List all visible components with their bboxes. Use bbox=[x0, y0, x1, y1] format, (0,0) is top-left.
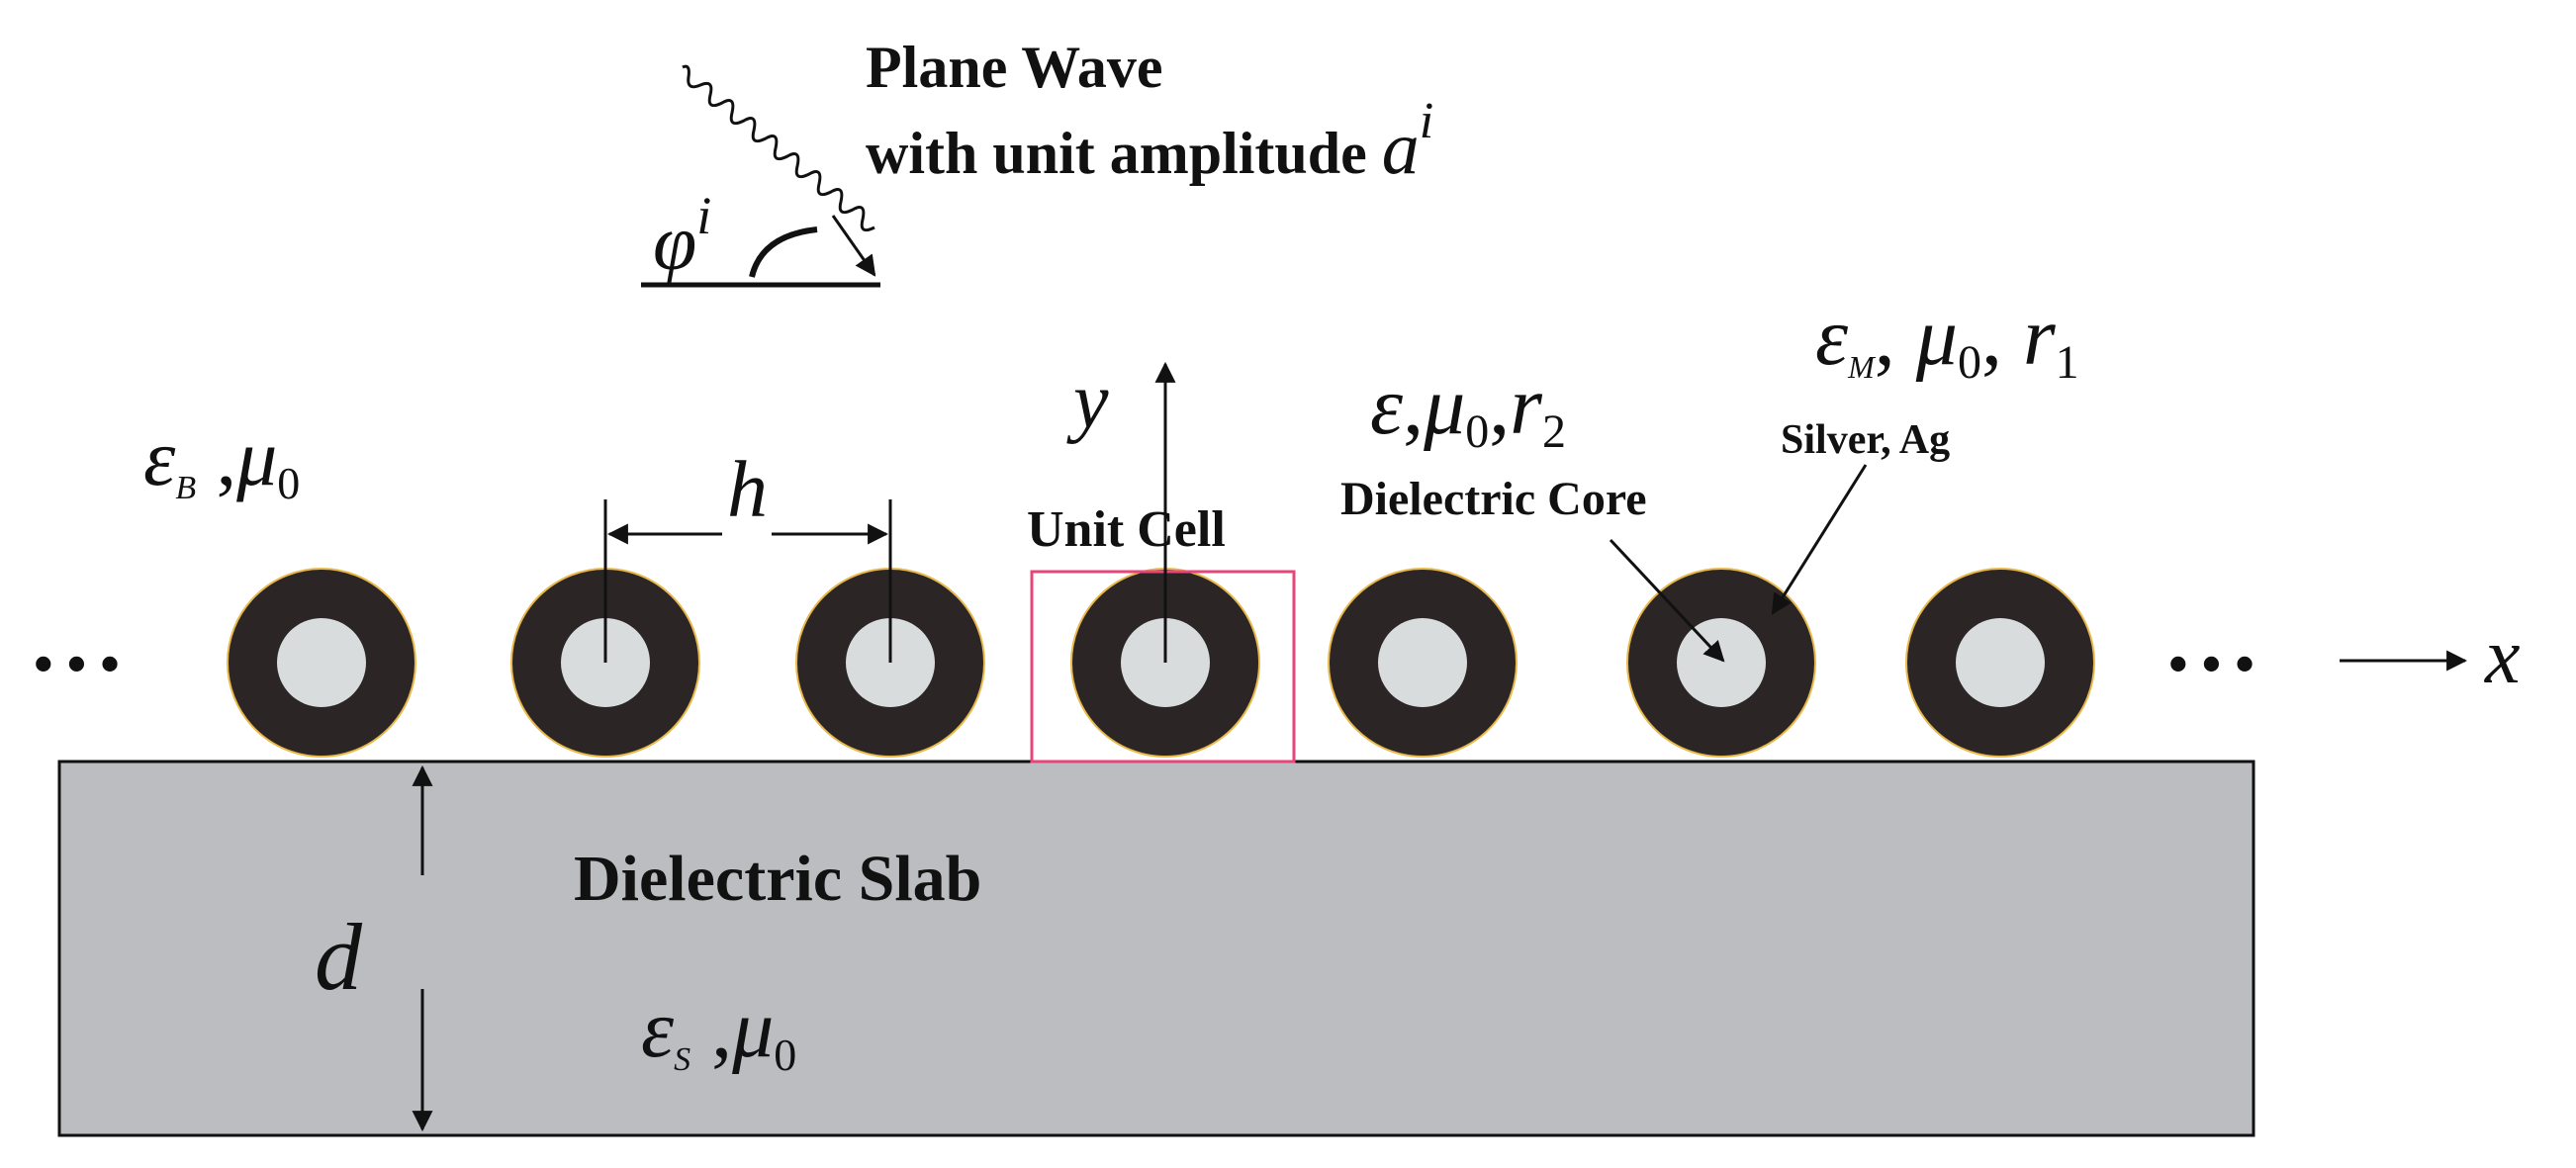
background-medium-label: εB ,μ0 bbox=[143, 412, 300, 508]
incident-wave-arrow bbox=[831, 215, 876, 277]
cylinder bbox=[1905, 568, 2095, 758]
shell-permeability-sub: 0 bbox=[1958, 336, 1981, 389]
shell-permittivity-sub: M bbox=[1847, 349, 1877, 385]
amplitude-superscript: i bbox=[1420, 93, 1433, 149]
core-permittivity: ε bbox=[1370, 360, 1404, 452]
y-axis-label: y bbox=[1066, 358, 1109, 445]
incidence-angle-symbol: φ bbox=[653, 200, 696, 287]
shell-permittivity: ε bbox=[1815, 291, 1849, 383]
incident-wave-line bbox=[682, 64, 875, 232]
plane-wave-subtitle: with unit amplitude ai bbox=[866, 93, 1433, 190]
cylinder-array bbox=[227, 568, 2095, 758]
plane-wave-title: Plane Wave bbox=[866, 35, 1163, 100]
incidence-angle-arc bbox=[749, 226, 818, 278]
slab-permittivity: ε bbox=[641, 983, 675, 1075]
slab-medium-label: εS ,μ0 bbox=[641, 983, 796, 1080]
shell-parameters: εM, μ0, r1 bbox=[1815, 291, 2079, 389]
core-sep1: , bbox=[1403, 360, 1424, 452]
unit-cell-box bbox=[1030, 570, 1296, 764]
background-permittivity-sub: B bbox=[175, 470, 196, 506]
x-axis-label: x bbox=[2484, 613, 2521, 700]
core-radius-sub: 2 bbox=[1542, 405, 1566, 458]
core-permeability: μ bbox=[1423, 360, 1465, 452]
dielectric-core bbox=[1956, 618, 2045, 707]
dielectric-core bbox=[277, 618, 366, 707]
shell-permeability: μ bbox=[1915, 291, 1958, 383]
slab-separator: , bbox=[690, 983, 732, 1075]
background-permeability: μ bbox=[235, 412, 277, 502]
core-label: Dielectric Core bbox=[1340, 473, 1647, 525]
shell-radius: r bbox=[2023, 291, 2056, 383]
shell-sep2: , bbox=[1981, 291, 2023, 383]
shell-pointer-arrow bbox=[1771, 464, 1868, 615]
ellipsis-right: • • • bbox=[2168, 634, 2254, 695]
incidence-angle-superscript: i bbox=[696, 186, 711, 245]
shell-radius-sub: 1 bbox=[2056, 336, 2079, 389]
cylinder bbox=[1328, 568, 1518, 758]
incidence-angle-label: φi bbox=[653, 186, 711, 287]
period-label: h bbox=[727, 444, 768, 534]
background-permeability-sub: 0 bbox=[277, 458, 300, 508]
ellipsis-left: • • • bbox=[34, 634, 120, 695]
unit-cell-label: Unit Cell bbox=[1027, 501, 1226, 558]
slab-label: Dielectric Slab bbox=[574, 843, 981, 915]
shell-sep1: , bbox=[1875, 291, 1916, 383]
cylinder bbox=[1626, 568, 1816, 758]
amplitude-symbol: a bbox=[1382, 107, 1420, 190]
background-separator: , bbox=[196, 412, 236, 502]
dielectric-core bbox=[1677, 618, 1766, 707]
slab-permittivity-sub: S bbox=[674, 1041, 690, 1078]
core-permeability-sub: 0 bbox=[1465, 405, 1489, 458]
plane-wave-subtitle-text: with unit amplitude bbox=[866, 121, 1382, 186]
slab-permeability-sub: 0 bbox=[774, 1030, 796, 1080]
shell-label: Silver, Ag bbox=[1781, 417, 1950, 463]
core-sep2: , bbox=[1489, 360, 1510, 452]
core-radius: r bbox=[1510, 360, 1542, 452]
background-permittivity: ε bbox=[143, 412, 176, 502]
slab-permeability: μ bbox=[731, 983, 774, 1075]
dielectric-core bbox=[1378, 618, 1467, 707]
core-parameters: ε,μ0,r2 bbox=[1370, 360, 1566, 458]
slab-thickness-label: d bbox=[315, 904, 363, 1010]
cylinder bbox=[227, 568, 416, 758]
dielectric-slab bbox=[57, 760, 2255, 1137]
core-pointer-arrow bbox=[1609, 538, 1725, 663]
